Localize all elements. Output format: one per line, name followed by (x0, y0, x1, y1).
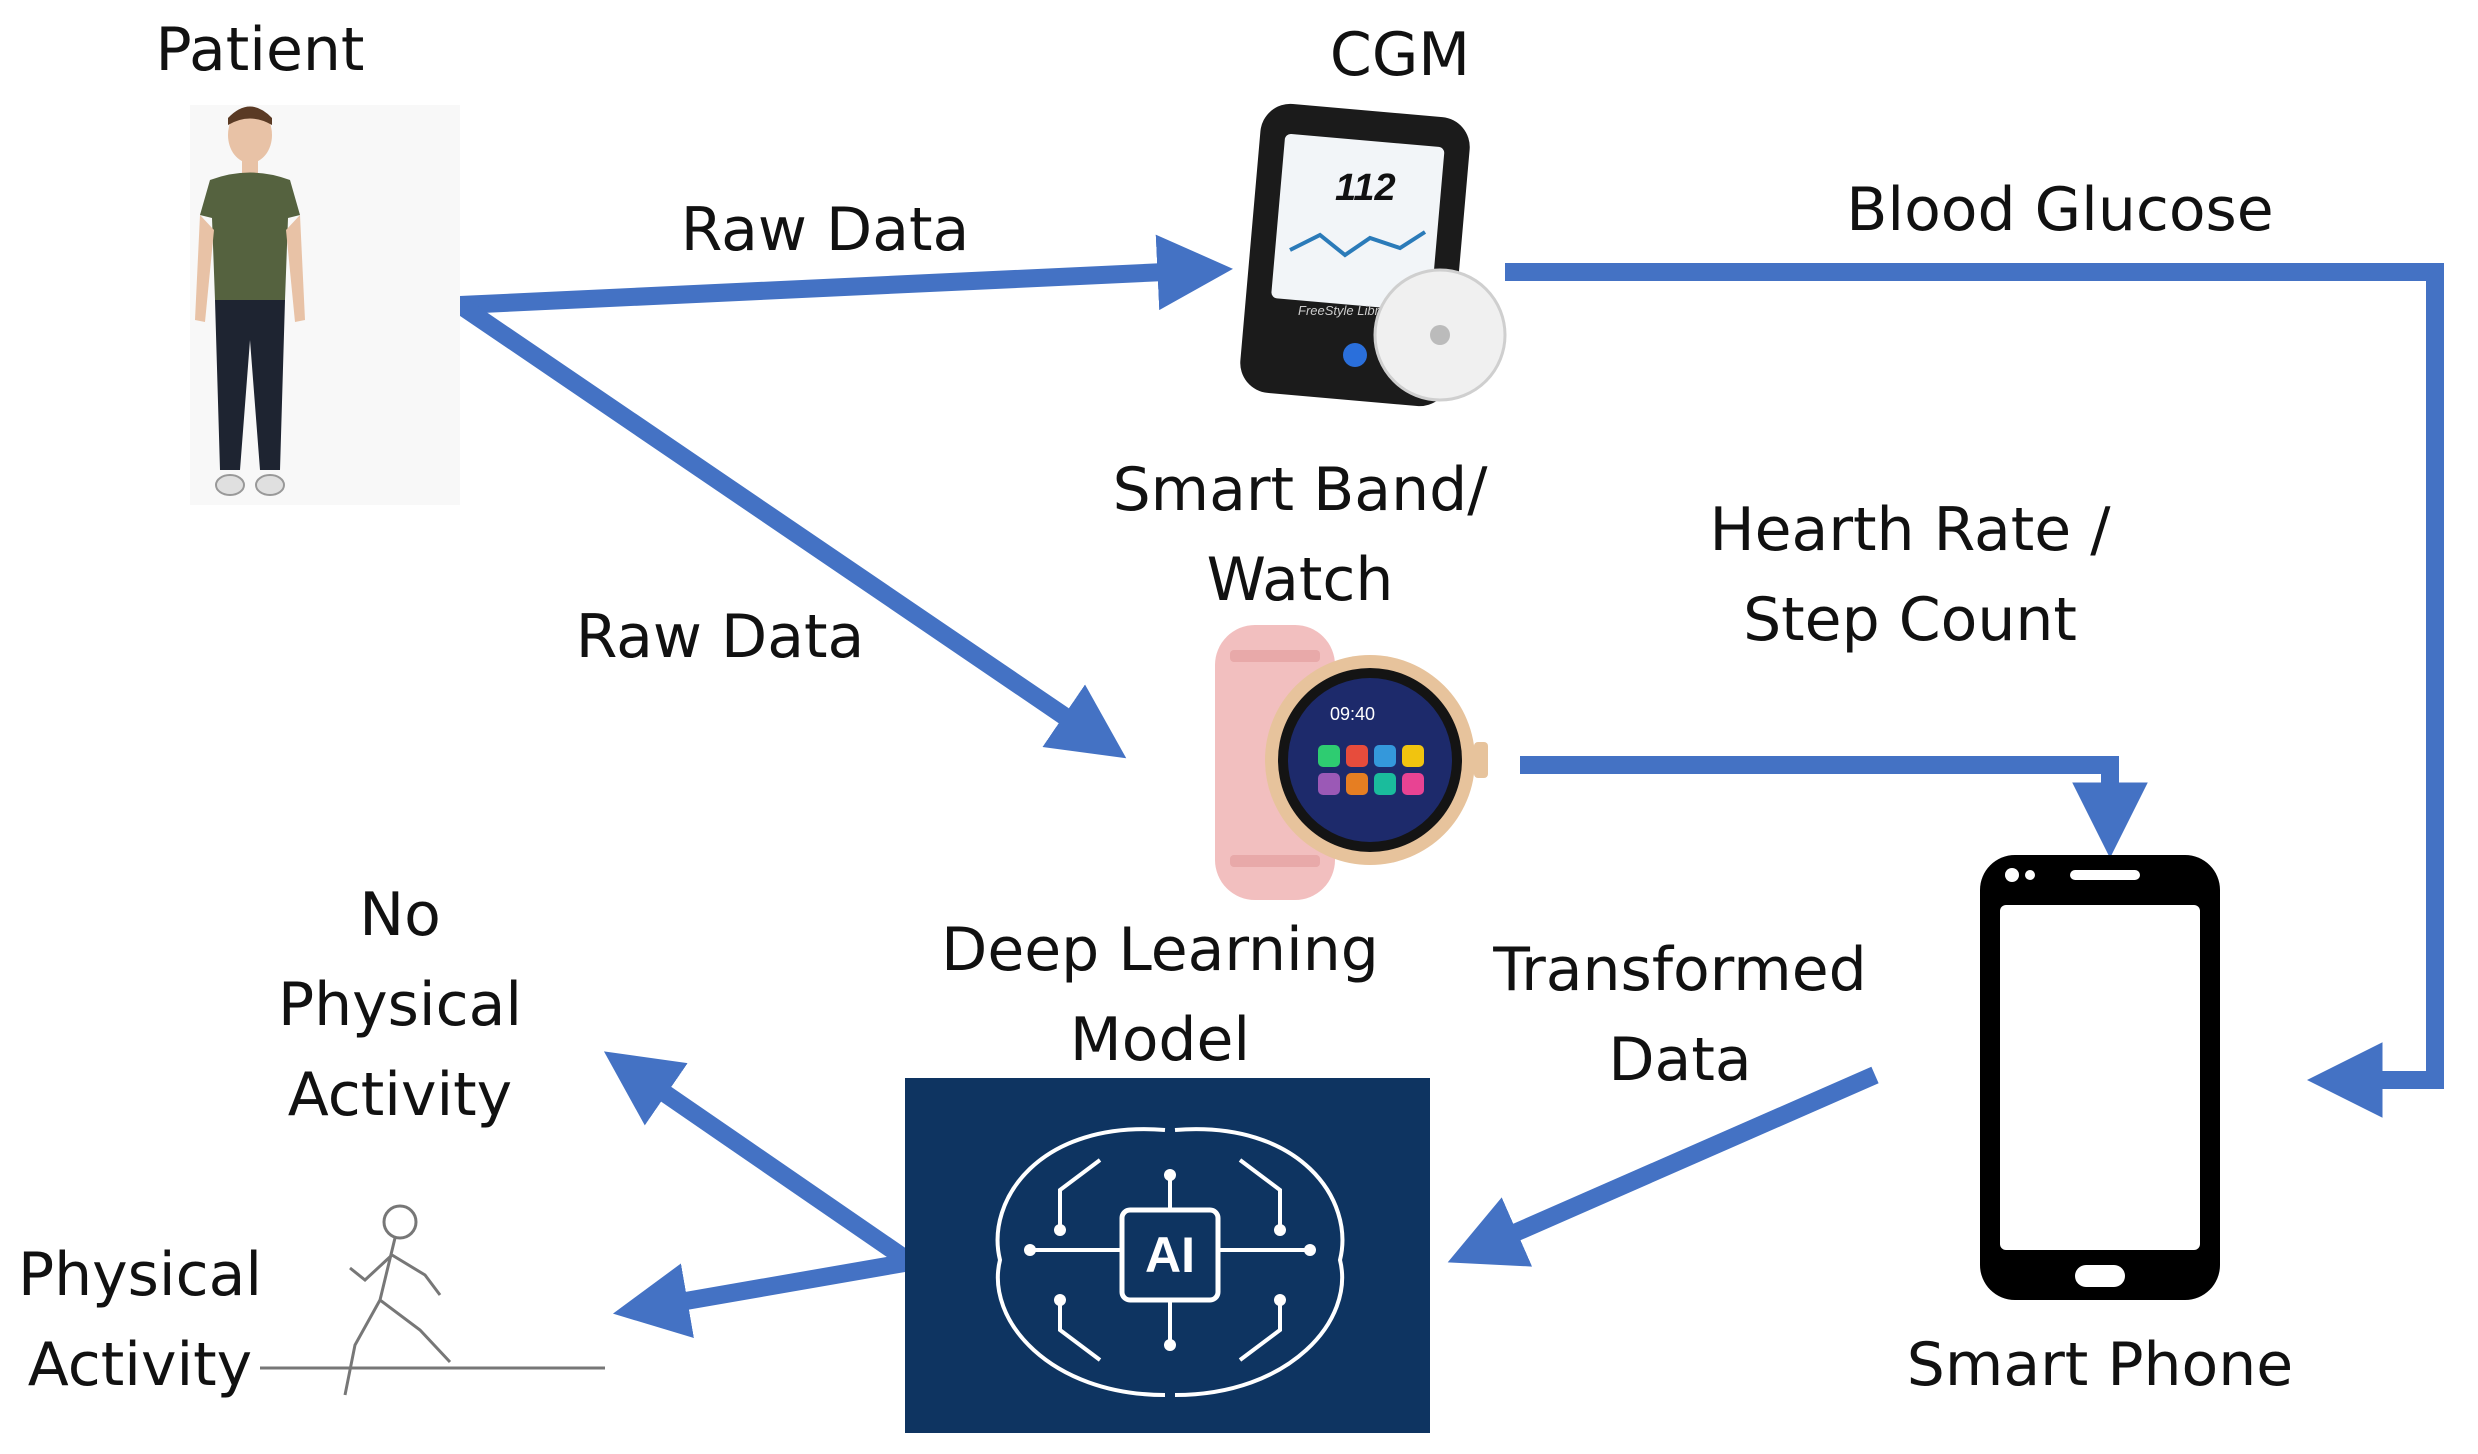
smart-phone-label: Smart Phone (1906, 1330, 2294, 1400)
arrow-model-to-activity (612, 1253, 912, 1338)
arrow-cgm-to-phone (1505, 263, 2444, 1118)
physical-activity-label: Physical Activity (17, 1240, 263, 1400)
edge-label-transformed-data: Transformed Data (1493, 935, 1867, 1095)
arrow-patient-to-watch (454, 297, 1127, 759)
runner-sketch-icon (260, 1204, 605, 1396)
edge-label-raw-data-watch: Raw Data (575, 602, 865, 672)
patient-figure-icon (190, 105, 460, 505)
watch-time: 09:40 (1330, 704, 1375, 724)
no-physical-activity-label: No Physical Activity (277, 880, 523, 1130)
smart-watch-icon: 09:40 (1215, 625, 1488, 900)
patient-label: Patient (155, 15, 365, 85)
deep-learning-model-label: Deep Learning Model (941, 915, 1379, 1075)
edge-label-heart-rate: Hearth Rate / Step Count (1709, 495, 2111, 655)
arrow-phone-to-model (1447, 1066, 1879, 1267)
cgm-device-icon: 112 FreeStyle Libre (1240, 103, 1507, 407)
model-chip-label: AI (1145, 1227, 1195, 1283)
arrow-model-to-no-activity (603, 1051, 916, 1270)
smart-phone-icon (1980, 855, 2220, 1300)
deep-learning-model-icon: AI (905, 1078, 1430, 1433)
edge-label-raw-data-cgm: Raw Data (680, 195, 970, 265)
cgm-label: CGM (1329, 20, 1471, 90)
smart-band-label: Smart Band/ Watch (1112, 455, 1488, 615)
cgm-reading: 112 (1335, 167, 1396, 209)
arrow-patient-to-cgm (459, 234, 1233, 314)
arrow-watch-to-phone (1520, 756, 2148, 859)
cgm-brand: FreeStyle Libre (1298, 303, 1386, 318)
edge-label-blood-glucose: Blood Glucose (1846, 175, 2274, 245)
